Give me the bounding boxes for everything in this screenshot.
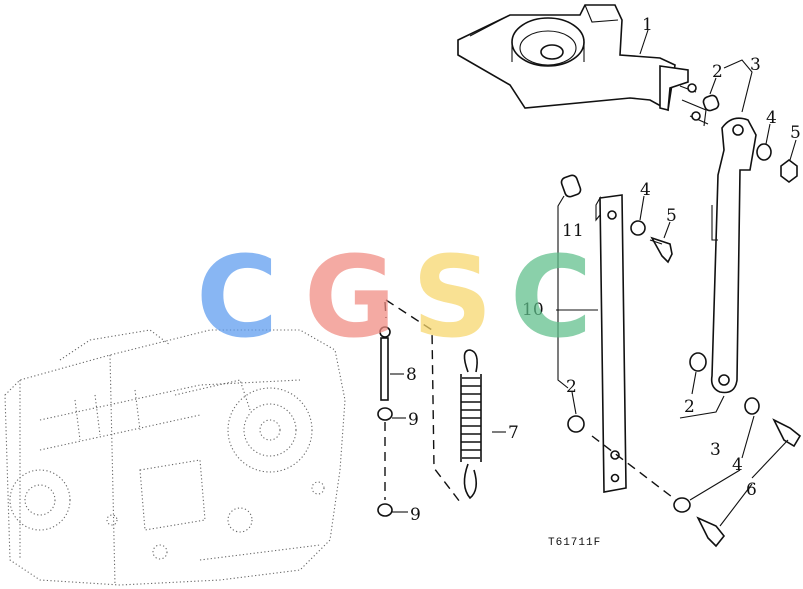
- callout-7: 7: [508, 423, 519, 443]
- watermark-letter-2: G: [304, 233, 396, 363]
- callout-4-right: 4: [766, 108, 777, 128]
- washer-center: [630, 220, 646, 236]
- watermark-letter-1: C: [196, 233, 278, 363]
- bushing-short-link: [567, 415, 585, 433]
- callout-5-center: 5: [666, 206, 677, 226]
- bolt-center: [650, 236, 673, 264]
- hardware-parts: [560, 94, 802, 548]
- dashed-lines: [384, 299, 677, 503]
- callout-9-lower: 9: [410, 505, 421, 525]
- callout-8: 8: [406, 365, 417, 385]
- callout-9-upper: 9: [408, 410, 419, 430]
- callout-labels: 1 2 3 4 5 4 5 11 10 2 2 3 4 6 7 8 9 9 T6…: [406, 15, 801, 549]
- mounting-bracket: [457, 4, 709, 127]
- rod-assembly: [377, 326, 393, 517]
- watermark-letter-3: S: [412, 233, 493, 363]
- nut-right: [780, 159, 798, 183]
- callout-10: 10: [522, 300, 544, 320]
- figure-code: T61711F: [548, 537, 601, 549]
- washer-bottom: [673, 497, 691, 513]
- callout-4-center: 4: [640, 180, 651, 200]
- bushing-long-link: [689, 352, 707, 372]
- bushing-top: [702, 94, 720, 112]
- bolt-bottom: [696, 516, 726, 548]
- washer-right: [756, 143, 772, 161]
- callout-2-top: 2: [712, 62, 723, 82]
- callout-2-short-link: 2: [566, 377, 577, 397]
- engine-outline: [4, 329, 346, 586]
- callout-6: 6: [746, 480, 757, 500]
- washer-lower: [744, 397, 760, 415]
- callout-3-top: 3: [750, 55, 761, 75]
- callout-4-lower: 4: [732, 455, 743, 475]
- callout-5-right: 5: [790, 123, 801, 143]
- callout-2-long-link: 2: [684, 397, 695, 417]
- short-link: [595, 194, 627, 493]
- callout-1: 1: [642, 15, 653, 35]
- callout-11: 11: [562, 221, 584, 241]
- sleeve: [560, 174, 582, 198]
- watermark-letter-4: C: [510, 233, 592, 363]
- watermark: C G S C: [196, 233, 592, 363]
- extension-spring: [460, 349, 482, 500]
- bolt-lower: [772, 418, 802, 448]
- callout-3-bottom: 3: [710, 440, 721, 460]
- long-link: [710, 117, 757, 394]
- leader-lines: [390, 29, 797, 527]
